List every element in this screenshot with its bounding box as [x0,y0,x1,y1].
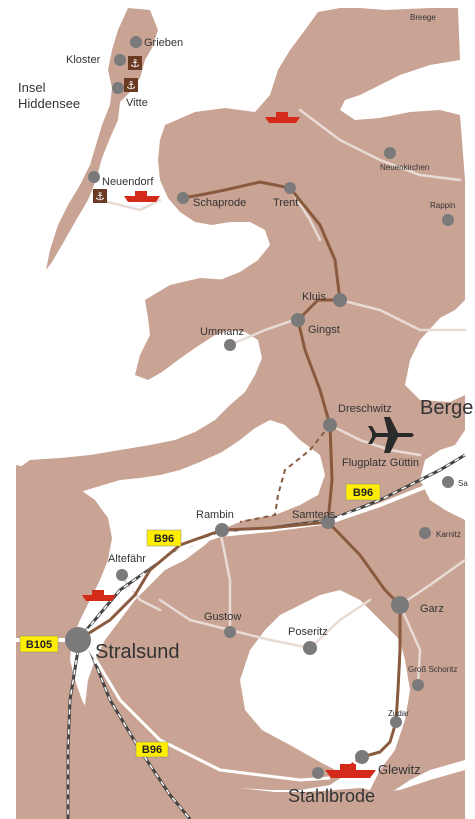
town-dot-garz [391,596,409,614]
label-garz: Garz [420,603,444,615]
town-dot-poseritz [303,641,317,655]
b96-south-road [88,649,331,782]
label-edge-s: Sa [458,479,468,488]
label-kluis: Kluis [302,291,326,303]
ferry-icon [82,590,116,601]
label-stralsund: Stralsund [95,641,180,663]
label-dreschwitz: Dreschwitz [338,403,392,415]
road-badge-b105: B105 [19,635,59,653]
label-vitte: Vitte [126,97,148,109]
svg-text:B105: B105 [26,639,52,651]
anchor-icon: ⚓ [93,189,107,203]
town-dot-gingst [291,313,305,327]
ferry-icon [124,191,160,202]
svg-text:⚓: ⚓ [95,190,105,203]
town-dot-kluis [333,293,347,307]
label-trent: Trent [273,197,298,209]
town-dot-neuenkirchen [384,147,396,159]
town-dot-stralsund [65,627,91,653]
svg-text:B96: B96 [154,533,174,545]
airplane-icon [368,417,414,453]
land-masses [16,8,465,819]
anchor-icon: ⚓ [124,78,138,92]
road-badge-b96-east: B96 [345,483,381,501]
town-dot-vitte [112,82,124,94]
label-grieben: Grieben [144,37,183,49]
town-dot-samtens [321,515,335,529]
road-badge-b96-south: B96 [135,741,169,758]
ferry-icon [265,112,300,123]
town-dot-rappin [442,214,454,226]
label-ummanz: Ummanz [200,326,244,338]
town-dot-gross-schoritz [412,679,424,691]
land-hiddensee [46,8,158,270]
towns [65,36,454,779]
town-dot-altefaehr [116,569,128,581]
label-airport: Flugplatz Güttin [342,457,419,469]
anchor-icon: ⚓ [128,56,142,70]
label-zudar: Zudar [388,709,409,718]
label-island-line2: Hiddensee [18,96,80,111]
label-altefaehr: Altefähr [108,553,146,565]
svg-text:B96: B96 [142,744,162,756]
label-island-line1: Insel [18,80,46,95]
town-dot-zudar [390,716,402,728]
town-dot-glewitz [355,750,369,764]
svg-text:B96: B96 [353,487,373,499]
label-poseritz: Poseritz [288,626,328,638]
town-dot-neuendorf [88,171,100,183]
land-mainland [16,465,465,819]
label-gingst: Gingst [308,324,340,336]
label-gross-schoritz: Groß Schoritz [408,665,457,674]
town-dot-trent [284,182,296,194]
land-north-rugen [16,8,465,795]
label-bergen: Berge [420,397,473,419]
town-dot-grieben [130,36,142,48]
label-neuenkirchen: Neuenkirchen [380,163,429,172]
town-dot-kloster [114,54,126,66]
label-samtens: Samtens [292,509,336,521]
label-rappin: Rappin [430,201,455,210]
label-neuendorf: Neuendorf [102,176,154,188]
town-dot-gustow [224,626,236,638]
ferry-icon [325,764,376,778]
tour-route [76,180,402,759]
label-glewitz: Glewitz [378,762,421,777]
label-breege: Breege [410,13,436,22]
label-schaprode: Schaprode [193,197,246,209]
label-stahlbrode: Stahlbrode [288,786,375,806]
label-kloster: Kloster [66,54,101,66]
town-dot-edge-s [442,476,454,488]
town-dot-schaprode [177,192,189,204]
land-ummanz [135,278,262,380]
town-dot-rambin [215,523,229,537]
secondary-roads [98,108,467,687]
label-karnitz: Karnitz [436,530,461,539]
svg-text:⚓: ⚓ [126,79,136,92]
town-dot-stahlbrode [312,767,324,779]
town-dot-karnitz [419,527,431,539]
svg-text:⚓: ⚓ [130,57,140,70]
place-labels: Grieben Kloster Vitte Insel Hiddensee Ne… [18,13,473,806]
town-dot-dreschwitz [323,418,337,432]
town-dot-ummanz [224,339,236,351]
label-gustow: Gustow [204,611,241,623]
label-rambin: Rambin [196,509,234,521]
road-badge-b96-west: B96 [146,529,182,547]
